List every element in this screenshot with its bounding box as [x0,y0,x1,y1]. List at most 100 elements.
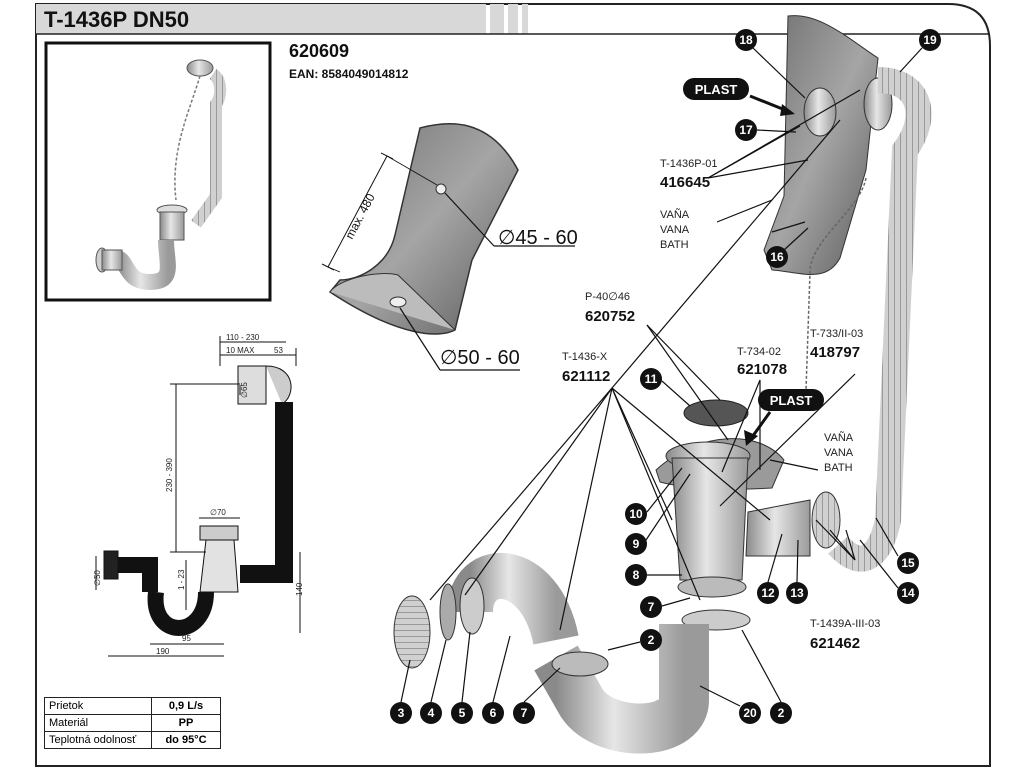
svg-text:P-40∅46: P-40∅46 [585,291,630,303]
svg-text:8: 8 [633,568,640,582]
svg-text:95: 95 [182,634,191,643]
bubble: 20 [739,702,761,724]
svg-text:9: 9 [633,537,640,551]
svg-text:620752: 620752 [585,308,635,325]
bubble: 17 [735,119,757,141]
bath-panel-top [763,15,932,572]
bubble: 15 [897,552,919,574]
bubble: 2 [640,629,662,651]
bubble: 3 [390,702,412,724]
bubble: 7 [513,702,535,724]
product-ean: EAN: 8584049014812 [289,67,409,81]
svg-text:T-733/II-03: T-733/II-03 [810,328,863,340]
header-bar: T-1436P DN50 [36,4,990,35]
svg-text:621462: 621462 [810,635,860,652]
product-thumbnail [44,41,272,302]
bubble: 8 [625,564,647,586]
spec-row: Teplotná odolnosť do 95°C [44,731,221,749]
bubble: 19 [919,29,941,51]
svg-text:53: 53 [274,346,283,355]
svg-text:VANA: VANA [660,224,690,236]
svg-text:18: 18 [739,33,753,47]
svg-text:11: 11 [645,372,658,386]
bubble: 11 [640,368,662,390]
bubble: 13 [786,582,808,604]
svg-text:VAÑA: VAÑA [660,208,690,221]
plast-tag-top: PLAST [683,78,795,116]
svg-text:4: 4 [428,706,435,720]
plate-diameter-bottom: ∅50 - 60 [440,347,520,369]
svg-text:19: 19 [923,33,937,47]
plast-tag-mid: PLAST [744,389,824,446]
svg-text:20: 20 [743,706,757,720]
bubble: 5 [451,702,473,724]
plate-diameter-top: ∅45 - 60 [498,227,578,249]
svg-text:5: 5 [459,706,466,720]
svg-text:230 - 390: 230 - 390 [165,458,174,492]
svg-text:190: 190 [156,647,170,656]
svg-text:7: 7 [648,600,655,614]
svg-text:∅65: ∅65 [240,382,249,398]
spec-value: do 95°C [151,731,221,749]
svg-text:621112: 621112 [562,368,610,385]
bubble: 10 [625,503,647,525]
svg-text:2: 2 [778,706,785,720]
svg-text:BATH: BATH [660,239,689,251]
part-number-bubbles: 18 17 19 16 11 10 9 8 7 15 14 12 13 3 4 … [390,29,941,724]
svg-text:10: 10 [629,507,643,521]
bubble: 2 [770,702,792,724]
svg-text:PLAST: PLAST [695,82,738,97]
bubble: 16 [766,246,788,268]
svg-text:1 - 23: 1 - 23 [177,569,186,590]
waste-assembly [665,399,841,598]
svg-text:3: 3 [398,706,405,720]
svg-text:T-1436-X: T-1436-X [562,351,608,363]
bubble: 18 [735,29,757,51]
svg-text:13: 13 [790,586,804,600]
bubble-leaders [400,47,923,707]
svg-text:∅50: ∅50 [93,570,102,586]
svg-text:16: 16 [770,250,784,264]
spec-value: 0,9 L/s [151,697,221,715]
svg-text:7: 7 [521,706,528,720]
svg-text:6: 6 [490,706,497,720]
svg-text:VAÑA: VAÑA [824,431,854,444]
svg-text:BATH: BATH [824,462,853,474]
svg-text:∅70: ∅70 [210,508,226,517]
product-code: 620609 [289,41,349,61]
bubble: 14 [897,582,919,604]
svg-text:621078: 621078 [737,361,787,378]
siphon-trap [393,553,751,754]
svg-text:VANA: VANA [824,447,854,459]
svg-text:PLAST: PLAST [770,393,813,408]
plate-height-label: max. 480 [342,191,378,241]
spec-label: Prietok [44,697,152,715]
spec-row: Prietok 0,9 L/s [44,697,221,715]
svg-text:17: 17 [739,123,753,137]
spec-value: PP [151,714,221,732]
svg-text:T-1439A-III-03: T-1439A-III-03 [810,618,880,630]
mounting-plate [328,123,519,335]
svg-text:2: 2 [648,633,655,647]
svg-text:416645: 416645 [660,174,710,191]
spec-row: Materiál PP [44,714,221,732]
svg-text:T-734-02: T-734-02 [737,346,781,358]
svg-text:110 - 230: 110 - 230 [226,333,260,342]
sheet-frame [35,3,991,767]
spec-label: Materiál [44,714,152,732]
svg-text:14: 14 [901,586,915,600]
bubble: 4 [420,702,442,724]
page-title: T-1436P DN50 [44,7,189,32]
drawing-dimensions: 110 - 230 10 MAX 53 ∅65 230 - 390 ∅70 1 … [93,333,304,656]
bubble: 7 [640,596,662,618]
spec-label: Teplotná odolnosť [44,731,152,749]
svg-text:12: 12 [761,586,775,600]
svg-text:140: 140 [295,582,304,596]
bubble: 12 [757,582,779,604]
callout-labels: T-1436P-01 416645 P-40∅46 620752 T-1436-… [562,158,880,652]
technical-drawing [95,336,301,657]
svg-text:418797: 418797 [810,344,860,361]
svg-text:15: 15 [901,556,915,570]
leader-lines [429,89,861,631]
svg-text:10 MAX: 10 MAX [226,346,255,355]
